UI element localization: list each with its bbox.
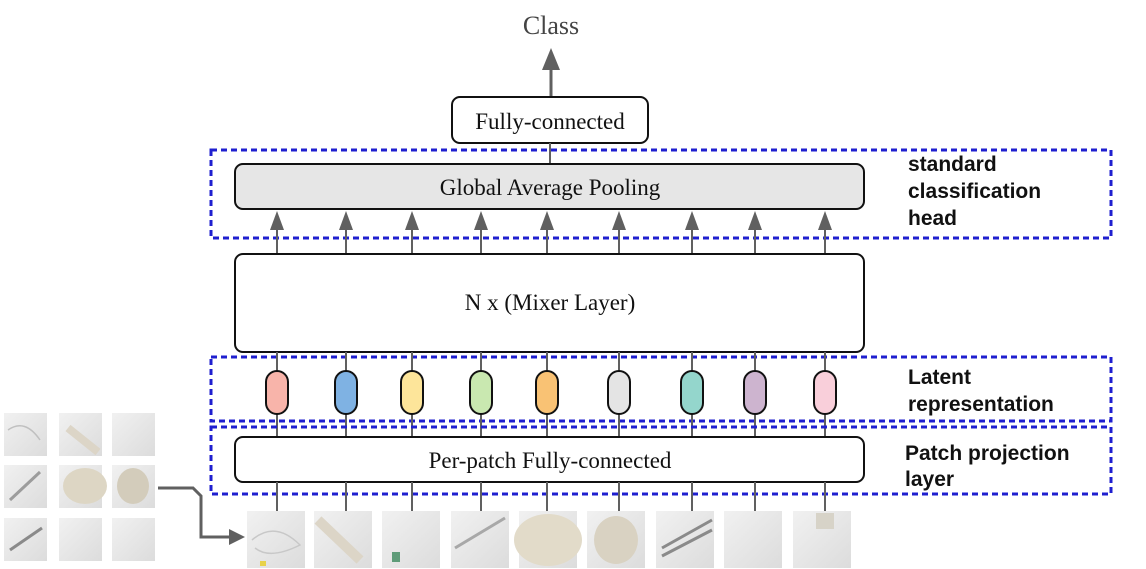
patch-content (514, 514, 582, 566)
source-patch-content (8, 470, 42, 502)
source-patch-content (9, 526, 43, 552)
latent-token (265, 370, 289, 415)
projection-annotation-line-2: layer (905, 468, 954, 491)
source-patch-content (7, 425, 41, 441)
source-patch (59, 518, 102, 561)
latent-annotation-line-2: representation (908, 393, 1054, 416)
image-patch (382, 511, 440, 568)
patch-content (260, 561, 266, 566)
grid-to-sequence-arrowhead-icon (229, 529, 245, 545)
source-patch (112, 518, 155, 561)
latent-token (607, 370, 631, 415)
mixer-layer-label: N x (Mixer Layer) (465, 290, 636, 315)
latent-token (334, 370, 358, 415)
mixer-to-pooling-arrows (270, 211, 832, 254)
global-average-pooling-box (234, 163, 865, 210)
latent-representation-region (209, 355, 1113, 423)
fully-connected-label: Fully-connected (475, 109, 625, 134)
output-class-label: Class (523, 11, 579, 40)
arrowhead-icon (474, 211, 488, 230)
arrowhead-icon (270, 211, 284, 230)
arrowhead-icon (612, 211, 626, 230)
arrowhead-icon (405, 211, 419, 230)
source-patch (112, 413, 155, 456)
head-annotation-line-3: head (908, 207, 957, 230)
latent-annotation-line-1: Latent (908, 366, 971, 389)
head-annotation-line-1: standard (908, 153, 997, 176)
arrowhead-icon (339, 211, 353, 230)
global-average-pooling-label: Global Average Pooling (440, 175, 661, 200)
image-patch (656, 511, 714, 568)
latent-token (400, 370, 424, 415)
arrowhead-icon (818, 211, 832, 230)
patch-projection-region (209, 425, 1113, 496)
latent-token (680, 370, 704, 415)
latent-token (535, 370, 559, 415)
arrowhead-icon (685, 211, 699, 230)
patch-content (661, 518, 713, 558)
class-arrowhead-icon (542, 48, 560, 70)
source-image-patch-grid (4, 413, 155, 561)
latent-token (813, 370, 837, 415)
arrowhead-icon (540, 211, 554, 230)
patch-content (392, 552, 400, 562)
projection-annotation-line-1: Patch projection (905, 442, 1070, 465)
grid-to-sequence-arrow (158, 486, 232, 539)
patch-content (816, 513, 834, 529)
head-annotation-line-2: classification (908, 180, 1041, 203)
patch-content (314, 516, 364, 564)
source-patch-content (117, 468, 149, 504)
patch-content (594, 516, 638, 564)
patch-content (454, 516, 506, 550)
per-patch-fc-box (234, 436, 865, 483)
source-patch (4, 413, 47, 456)
classification-head-region (209, 148, 1113, 240)
source-patch-content (65, 424, 101, 456)
mixer-layer-box (234, 253, 865, 353)
image-patch (247, 511, 305, 568)
latent-token (743, 370, 767, 415)
arrowhead-icon (748, 211, 762, 230)
image-patch (724, 511, 782, 568)
latent-tokens (265, 370, 837, 415)
patch-content (251, 530, 302, 554)
patch-sequence (247, 511, 851, 568)
latent-token (469, 370, 493, 415)
patch-connectors (276, 482, 826, 511)
source-patch-content (63, 468, 107, 504)
per-patch-fc-label: Per-patch Fully-connected (429, 448, 672, 473)
